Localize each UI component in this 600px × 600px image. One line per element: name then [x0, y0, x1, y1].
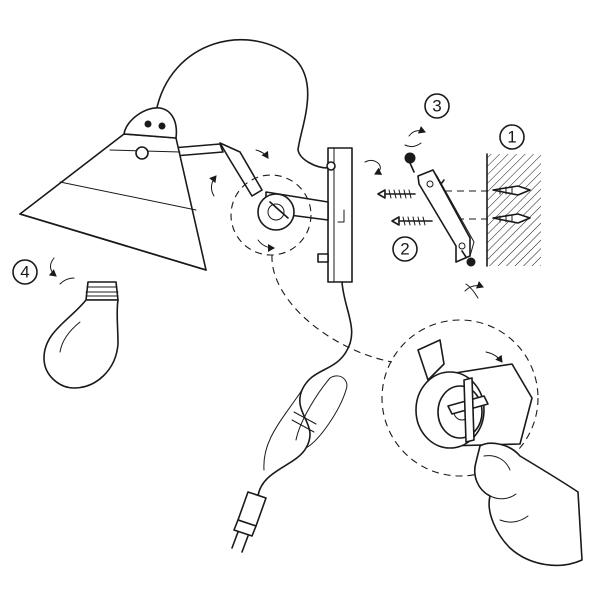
detail-callout: [381, 319, 539, 477]
step-4-badge: 4: [12, 259, 38, 285]
wall-base-plate: [317, 147, 353, 283]
step-4-number: 4: [20, 263, 29, 282]
step-2-number: 2: [400, 240, 409, 259]
rotate-arrow-mount: [364, 159, 383, 175]
rotate-arrow-bottom: [464, 281, 484, 292]
detail-callout-source: [230, 174, 312, 256]
mounting-bracket: [417, 169, 475, 263]
rotate-arrow-bulb-lower: [59, 277, 75, 285]
step-1-badge: 1: [499, 124, 525, 150]
rotate-arrow-bulb: [48, 257, 57, 277]
rotate-arrow-arm-top: [255, 149, 269, 159]
step-3-number: 3: [432, 97, 441, 116]
power-cable-coil: [263, 375, 348, 471]
wall: [486, 153, 541, 267]
set-screw-top: [404, 152, 416, 173]
lamp-shade: [19, 107, 207, 271]
rotate-arrow-step3-lower: [404, 142, 422, 148]
step-2-badge: 2: [392, 236, 418, 262]
lamp-joint: [257, 193, 295, 231]
cable-tie: [291, 411, 317, 433]
step-3-badge: 3: [424, 93, 450, 119]
rotate-arrow-arm-left: [209, 175, 217, 197]
hand: [474, 442, 583, 567]
step-1-number: 1: [507, 128, 516, 147]
rotate-arrow-step3: [408, 126, 426, 137]
set-screw-bottom: [461, 250, 476, 267]
wall-anchors: [492, 185, 531, 224]
power-cable: [257, 281, 353, 497]
rotate-arrow-joint: [257, 239, 275, 252]
rotate-arrow-bottom-lower: [465, 283, 479, 299]
lamp-arm-cable: [155, 38, 329, 169]
light-bulb: [43, 281, 119, 389]
power-plug: [231, 491, 267, 553]
detail-connector-line: [271, 254, 393, 363]
wall-screws: [377, 189, 433, 226]
